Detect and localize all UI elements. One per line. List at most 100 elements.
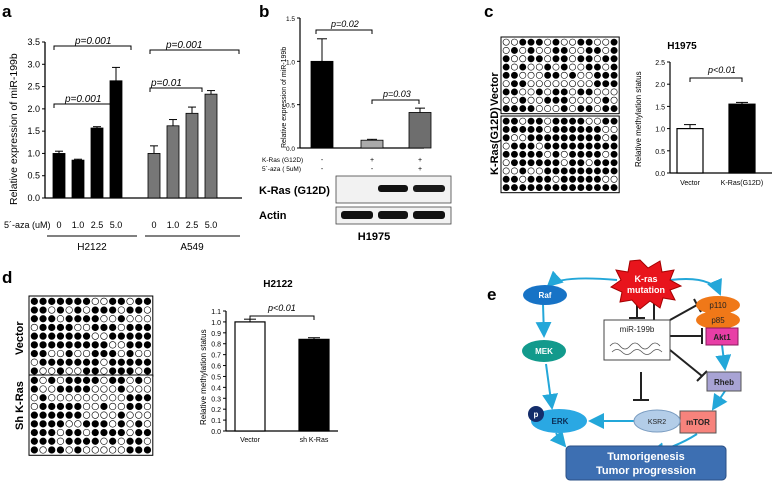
panel-c-ytick-label-4: 2.0: [655, 82, 665, 89]
pc-lolli2-cpg: [593, 142, 601, 150]
pd-lolli1-cpg: [65, 358, 73, 366]
panel-a-bar-2: [71, 159, 85, 199]
pc-lolli2-cpg: [569, 142, 577, 150]
pd-lolli1-cpg: [65, 323, 73, 332]
pc-lolli2-cpg: [527, 150, 535, 158]
pc-lolli1-cpg: [602, 88, 610, 96]
pc-lolli2-cpg: [593, 117, 601, 125]
pc-lolli2-cpg: [569, 167, 577, 175]
pd-lolli2-cpg: [30, 385, 38, 393]
pd-lolli2-cpg: [100, 411, 108, 419]
pc-lolli1-cpg: [577, 88, 585, 96]
erk-label: ERK: [552, 417, 569, 426]
pc-lolli1-cpg: [585, 80, 593, 88]
pd-lolli1-cpg: [117, 315, 125, 323]
pc-lolli1-cpg: [519, 38, 527, 46]
pc-lolli1-cpg: [602, 96, 610, 104]
pc-lolli1-cpg: [552, 71, 560, 79]
pc-lolli2-cpg: [535, 125, 543, 133]
pd-lolli2-cpg: [117, 411, 125, 419]
pc-lolli1-cpg: [544, 88, 552, 96]
pc-lolli2-cpg: [577, 117, 585, 125]
mir199b-label: miR-199b: [620, 325, 655, 334]
pd-lolli1-cpg: [82, 332, 91, 340]
pd-lolli1-cpg: [30, 349, 38, 358]
panel-d-bracket: [249, 315, 315, 320]
pd-lolli1-cpg: [82, 358, 91, 366]
pd-lolli1-cpg: [65, 297, 73, 305]
pc-lolli2-cpg: [569, 184, 577, 192]
pc-lolli1-cpg: [502, 38, 510, 46]
pc-lolli1-cpg: [510, 105, 518, 113]
panel-c-bar-2: [728, 103, 756, 174]
pd-lolli2-cpg: [56, 411, 65, 419]
pd-lolli1-cpg: [109, 323, 117, 332]
pd-lolli1-cpg: [91, 332, 99, 340]
pd-lolli2-cpg: [135, 420, 143, 428]
pc-lolli2-cpg: [602, 134, 610, 142]
panel-a-ytick-label-3: 1.5: [27, 126, 40, 136]
pd-lolli1-cpg: [135, 332, 143, 340]
pc-lolli2-cpg: [502, 150, 510, 158]
pc-lolli2-frame: [500, 115, 620, 194]
pc-lolli1-cpg: [552, 88, 560, 96]
pc-lolli2-cpg: [560, 184, 568, 192]
pc-lolli2-cpg: [552, 142, 560, 150]
pc-lolli2-cpg: [552, 150, 560, 158]
pc-lolli1-cpg: [527, 55, 535, 63]
pd-lolli1-cpg: [100, 341, 108, 349]
pd-lolli1-cpg: [109, 297, 117, 305]
pd-lolli1-cpg: [65, 349, 73, 358]
pc-lolli2-cpg: [535, 134, 543, 142]
panel-d-ytick-label-11: 1.1: [211, 309, 221, 316]
panel-e-pathway: K-ras mutation Raf MEK ERK p p110 p85 Ak…: [522, 259, 742, 481]
pd-lolli1-cpg: [48, 297, 56, 305]
pd-lolli2-cpg: [82, 411, 91, 419]
pc-lolli1-cpg: [602, 63, 610, 71]
pc-lolli2-cpg: [535, 175, 543, 183]
panel-b-aza-label: 5´-aza ( 5uM): [262, 166, 301, 173]
pc-lolli2-cpg: [552, 117, 560, 125]
pc-lolli1-cpg: [502, 46, 510, 54]
pc-lolli2-cpg: [585, 184, 593, 192]
pc-lolli1-cpg: [519, 71, 527, 79]
pd-lolli2-cpg: [39, 402, 47, 411]
pc-lolli1-cpg: [610, 80, 618, 88]
pc-lolli2-cpg: [502, 134, 510, 142]
panel-b-r2-v1: -: [321, 166, 324, 173]
phospho-node: [528, 406, 544, 422]
pd-lolli2-cpg: [91, 385, 99, 393]
panel-c-bracket: [689, 77, 743, 82]
pd-lolli1-cpg: [65, 341, 73, 349]
outcome-label-2: Tumor progression: [596, 465, 696, 477]
pc-lolli1-cpg: [593, 63, 601, 71]
pc-lolli2-cpg: [544, 150, 552, 158]
pd-lolli1-cpg: [143, 306, 152, 314]
pc-lolli1-cpg: [502, 88, 510, 96]
pc-lolli2-cpg: [585, 167, 593, 175]
pd-lolli2-cpg: [91, 420, 99, 428]
pc-lolli1-cpg: [544, 105, 552, 113]
pc-lolli2-cpg: [602, 125, 610, 133]
pc-lolli1-cpg: [519, 63, 527, 71]
panel-a-pvalue-4: p=0.01: [150, 78, 182, 89]
pd-lolli2-cpg: [143, 376, 152, 384]
pc-lolli2-cpg: [577, 142, 585, 150]
panel-b-ylabel: Relative expression of miR-199b: [281, 47, 288, 148]
p110-node: [696, 296, 740, 314]
pd-lolli1-cpg: [39, 297, 47, 305]
p85-label: p85: [711, 316, 725, 325]
pd-lolli1-cpg: [56, 315, 65, 323]
pd-lolli2-cpg: [39, 385, 47, 393]
pd-lolli1-cpg: [117, 323, 125, 332]
pd-lolli1-cpg: [126, 358, 134, 366]
pd-lolli1-cpg: [91, 358, 99, 366]
pc-lolli2-cpg: [552, 167, 560, 175]
panel-c-chart: Vector K-Ras(G12D) H1975 Relative methyl…: [489, 36, 772, 194]
pd-lolli2-cpg: [74, 394, 82, 402]
pd-lolli1-cpg: [117, 358, 125, 366]
pd-lolli1-cpg: [126, 367, 134, 375]
pd-lolli2-cpg: [117, 437, 125, 445]
pc-lolli2-cpg: [602, 175, 610, 183]
pd-lolli2-cpg: [39, 411, 47, 419]
